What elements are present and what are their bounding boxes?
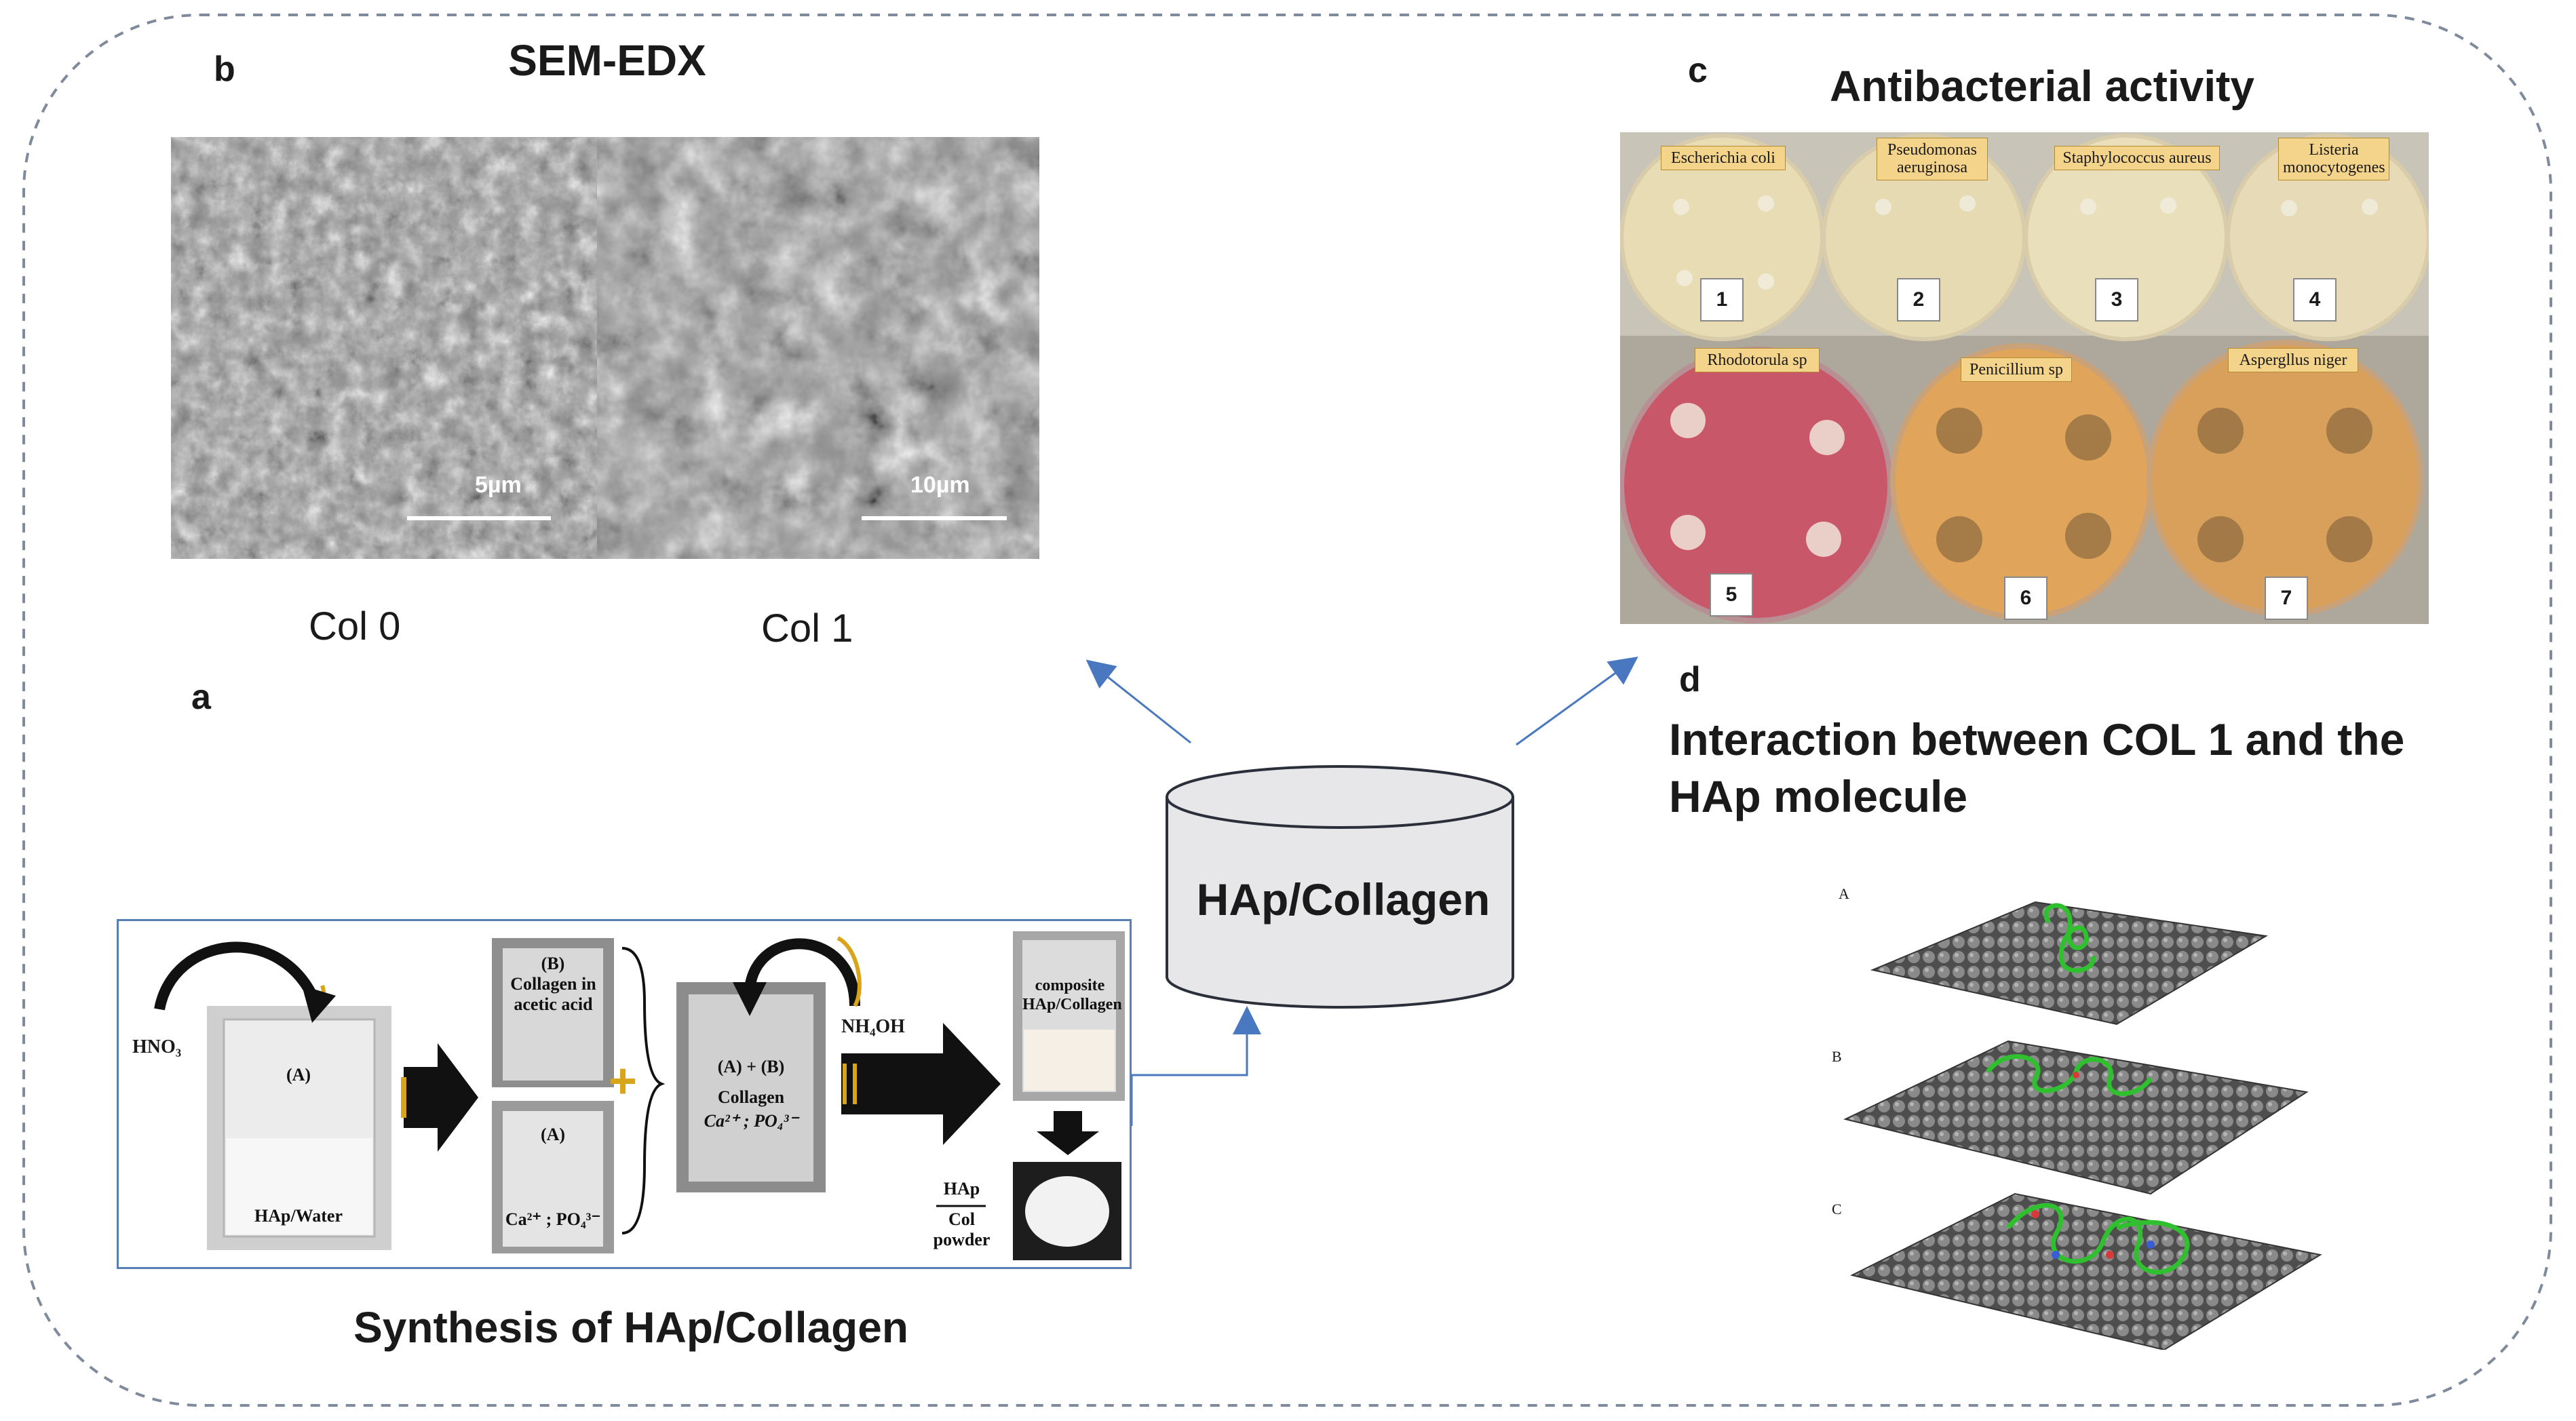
beaker-a2-label: Ca²⁺ ; PO₄³⁻: [505, 1209, 601, 1229]
plus-sign: +: [609, 1054, 638, 1108]
plate-label-7: Aspergllus niger: [2228, 348, 2358, 373]
brace: [621, 947, 666, 1234]
panel-letter-d: d: [1679, 660, 1701, 699]
plate-label-1: Escherichia coli: [1661, 146, 1786, 171]
powder-top: HAp: [943, 1179, 980, 1199]
caption-col1: Col 1: [761, 606, 853, 650]
beaker-a2-mark: (A): [540, 1125, 566, 1144]
antibacterial-title: Antibacterial activity: [1830, 62, 2254, 111]
sem-image-col0: [171, 137, 597, 559]
docking-layers: [1843, 901, 2322, 1351]
plate-number-6: 6: [2004, 577, 2048, 620]
layer-label-b: B: [1832, 1048, 1842, 1065]
panel-letter-b: b: [214, 50, 235, 89]
molecular-docking-figure: A B C: [1832, 875, 2347, 1351]
synthesis-caption: Synthesis of HAp/Collagen: [353, 1303, 908, 1352]
panel-letter-a: a: [191, 678, 211, 717]
layer-label-a: A: [1839, 885, 1849, 902]
plate-number-7: 7: [2265, 577, 2308, 620]
sem-image-col1: [597, 137, 1039, 559]
hap-surface-a: [1870, 901, 2268, 1026]
sem-micrograph-pair: [171, 137, 1039, 559]
plate-number-5: 5: [1710, 573, 1753, 617]
center-label: HAp/Collagen: [1196, 874, 1491, 924]
hap-surface-b: [1843, 1040, 2309, 1195]
plate-label-4: Listeria monocytogenes: [2278, 138, 2389, 180]
scale-label-col1: 10µm: [910, 472, 970, 498]
plate-7: [2147, 340, 2423, 617]
panel-letter-c: c: [1688, 51, 1708, 90]
plate-label-2: Pseudomonas aeruginosa: [1877, 138, 1988, 180]
caption-col0: Col 0: [309, 604, 401, 648]
process-arrow-down: [1037, 1111, 1099, 1155]
arrow-to-sem: [1085, 659, 1191, 744]
sem-title: SEM-EDX: [508, 36, 706, 85]
synthesis-frame: HNO₃ (A) HAp/Water (B) Collagen in aceti…: [117, 919, 1132, 1269]
arrow-to-antibacterial: [1516, 656, 1638, 746]
process-arrow-2: [841, 1023, 1001, 1145]
interaction-title-line1: Interaction between COL 1 and the: [1669, 714, 2405, 764]
interaction-title-line2: HAp molecule: [1669, 771, 1968, 821]
beaker-b-label: Collagen in acetic acid: [510, 974, 596, 1014]
layer-label-c: C: [1832, 1201, 1842, 1218]
petri-plates-photo: Escherichia coli Pseudomonas aeruginosa …: [1620, 132, 2429, 624]
process-arrow-1: [404, 1043, 478, 1152]
hno3-arrow: [154, 941, 321, 1011]
scale-label-col0: 5µm: [475, 472, 522, 498]
hap-surface-c: [1850, 1192, 2322, 1351]
powder-mid: Col: [948, 1209, 975, 1229]
plate-5: [1620, 347, 1893, 623]
plate-4: [2226, 134, 2429, 341]
arrow-synthesis-to-center: [1130, 1006, 1261, 1126]
powder-bottom: powder: [933, 1230, 991, 1249]
plate-number-2: 2: [1897, 278, 1940, 322]
collagen-chain-a: [2043, 903, 2096, 973]
reagent-nh4oh: NH₄OH: [841, 1016, 905, 1037]
nh4oh-arrow: [744, 938, 860, 1007]
composite-label: composite HAp/Collagen: [1022, 977, 1122, 1013]
reagent-hno3: HNO₃: [132, 1036, 182, 1057]
collagen-chain-c: [2006, 1203, 2190, 1274]
beaker-a-label: HAp/Water: [254, 1206, 343, 1226]
mix-mark: (A) + (B): [717, 1057, 785, 1076]
plate-label-3: Staphylococcus aureus: [2054, 146, 2220, 171]
beaker-b-mark: (B): [541, 954, 565, 973]
sem-images: 5µm 10µm: [171, 137, 1039, 559]
mix-ions: Ca²⁺ ; PO₄³⁻: [704, 1111, 799, 1131]
plate-number-3: 3: [2095, 278, 2138, 322]
plate-label-5: Rhodotorula sp: [1695, 348, 1820, 373]
beaker-a-mark: (A): [286, 1065, 311, 1085]
database-cylinder-icon: [1166, 765, 1514, 1009]
plate-label-6: Penicillium sp: [1961, 357, 2072, 383]
synthesis-diagram: [154, 931, 1125, 1260]
outer-dashed-border: [22, 14, 2552, 1407]
plate-number-1: 1: [1700, 278, 1744, 322]
plate-number-4: 4: [2293, 278, 2337, 322]
mix-label: Collagen: [717, 1087, 785, 1107]
